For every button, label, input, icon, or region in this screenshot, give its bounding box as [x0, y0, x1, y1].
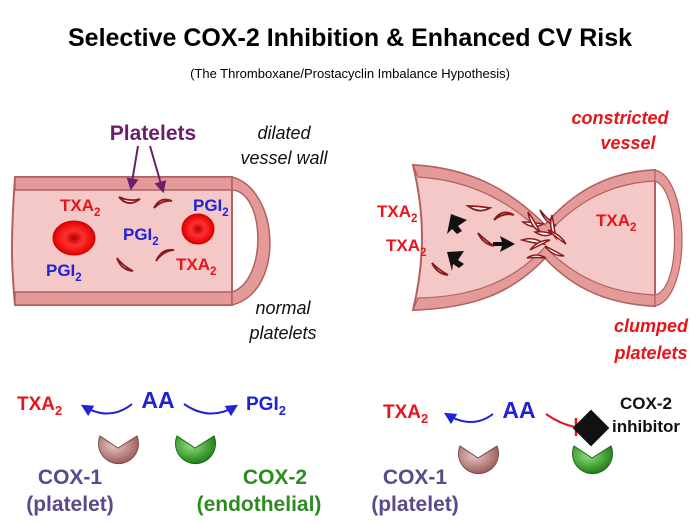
cox1-location-label: (platelet)	[26, 493, 114, 516]
cox1-enzyme-icon	[98, 435, 139, 465]
pgi2-label: PGI2	[193, 196, 229, 219]
red-blood-cell	[181, 213, 215, 245]
cox2-conversion-arrow	[183, 403, 239, 417]
constricted-label-line1: constricted	[571, 108, 669, 128]
aa-label: AA	[502, 397, 535, 423]
flow-arrow	[493, 236, 515, 252]
flow-arrow	[447, 251, 464, 271]
txa2-label: TXA2	[60, 196, 100, 219]
platelets-label: Platelets	[110, 122, 196, 145]
cox1-conversion-arrow	[80, 403, 133, 417]
inhibition-line	[545, 413, 576, 428]
dilated-vessel	[10, 176, 271, 306]
txa2-label: TXA2	[377, 202, 417, 225]
constricted-label-line2: vessel	[600, 133, 656, 153]
cox2-location-label: (endothelial)	[197, 493, 322, 516]
cox1-conversion-arrow	[443, 412, 494, 425]
cox2-blocked-enzyme-icon	[572, 445, 613, 475]
txa2-product-label: TXA2	[17, 394, 62, 418]
txa2-label: TXA2	[596, 211, 636, 234]
pgi2-label: PGI2	[123, 225, 159, 248]
page-subtitle: (The Thromboxane/Prostacyclin Imbalance …	[190, 66, 510, 81]
clumped-label-line2: platelets	[613, 343, 687, 363]
platelet-shape	[118, 196, 141, 204]
inhibitor-label-line2: inhibitor	[612, 417, 680, 436]
clumped-label-line1: clumped	[614, 316, 689, 336]
dilated-label-line1: dilated	[257, 123, 311, 143]
pgi2-product-label: PGI2	[246, 394, 286, 418]
cox1-location-label: (platelet)	[371, 493, 459, 516]
platelets-pointer-arrow	[126, 145, 139, 191]
pgi2-label: PGI2	[46, 261, 82, 284]
normal-label-line1: normal	[255, 298, 311, 318]
clumped-platelets-cluster	[519, 209, 567, 259]
constricted-vessel	[411, 163, 683, 312]
cox1-enzyme-icon	[458, 445, 499, 475]
platelet-shape	[153, 198, 173, 209]
page-title: Selective COX-2 Inhibition & Enhanced CV…	[68, 24, 632, 52]
cox1-label: COX-1	[38, 466, 103, 489]
aa-label: AA	[141, 387, 174, 413]
normal-label-line2: platelets	[248, 323, 316, 343]
platelet-shape	[465, 205, 493, 212]
platelet-shape	[431, 262, 449, 276]
cox2-enzyme-icon	[175, 435, 216, 465]
txa2-product-label: TXA2	[383, 402, 428, 426]
platelet-shape	[116, 257, 134, 272]
txa2-label: TXA2	[176, 255, 216, 278]
platelet-shape	[493, 211, 515, 221]
red-blood-cell	[52, 220, 96, 256]
dilated-label-line2: vessel wall	[240, 148, 328, 168]
flow-arrow	[447, 214, 467, 234]
cox2-label: COX-2	[243, 466, 307, 489]
cox2-inhibitor-block	[572, 409, 610, 447]
inhibitor-label: COX-2	[620, 394, 672, 413]
cox1-label: COX-1	[383, 466, 448, 489]
platelet-shape	[155, 248, 175, 262]
txa2-label: TXA2	[386, 236, 426, 259]
platelets-pointer-arrow	[149, 145, 167, 194]
